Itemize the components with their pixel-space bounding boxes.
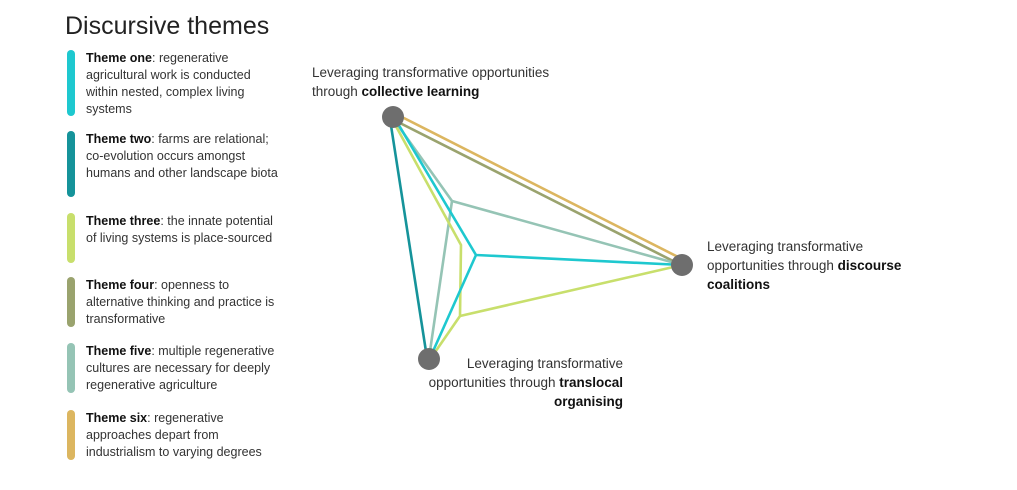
- color-swatch: [67, 410, 75, 460]
- legend-item-theme-three: Theme three: the innate potential of liv…: [67, 213, 286, 263]
- theme-three-link-branch: [459, 263, 683, 318]
- theme-five-link-branch: [427, 200, 454, 359]
- color-swatch: [67, 131, 75, 197]
- theme-two-link: [388, 118, 429, 359]
- theme-desc: : regenerative agricultural work is cond…: [86, 51, 251, 116]
- label-text: Leveraging transformative opportunities …: [707, 239, 864, 273]
- theme-name: Theme five: [86, 344, 152, 358]
- node-discourse-coalitions: [671, 254, 693, 276]
- theme-name: Theme six: [86, 411, 148, 425]
- theme-one-link-branch: [428, 254, 478, 359]
- label-discourse-coalitions: Leveraging transformative opportunities …: [707, 237, 922, 294]
- legend-item-theme-four: Theme four: openness to alternative thin…: [67, 277, 286, 328]
- theme-name: Theme three: [86, 214, 161, 228]
- label-bold: translocal organising: [553, 375, 623, 409]
- legend-item-theme-two: Theme two: farms are relational; co-evol…: [67, 131, 286, 197]
- label-collective-learning: Leveraging transformative opportunities …: [312, 63, 572, 101]
- label-bold: collective learning: [361, 84, 480, 99]
- theme-six-link: [393, 111, 685, 262]
- theme-four-link: [391, 117, 682, 267]
- theme-desc: : regenerative approaches depart from in…: [86, 411, 262, 459]
- color-swatch: [67, 343, 75, 393]
- node-collective-learning: [382, 106, 404, 128]
- theme-desc: : farms are relational; co-evolution occ…: [86, 132, 278, 180]
- color-swatch: [67, 50, 75, 116]
- label-text: Leveraging transformative opportunities …: [428, 356, 623, 390]
- legend-item-theme-five: Theme five: multiple regenerative cultur…: [67, 343, 286, 394]
- legend-item-theme-one: Theme one: regenerative agricultural wor…: [67, 50, 286, 118]
- color-swatch: [67, 213, 75, 263]
- color-swatch: [67, 277, 75, 327]
- node-translocal-organising: [418, 348, 440, 370]
- theme-desc: : openness to alternative thinking and p…: [86, 278, 275, 326]
- legend-item-theme-six: Theme six: regenerative approaches depar…: [67, 410, 286, 461]
- legend-title: Discursive themes: [65, 12, 270, 40]
- theme-name: Theme four: [86, 278, 155, 292]
- theme-name: Theme two: [86, 132, 152, 146]
- theme-desc: : multiple regenerative cultures are nec…: [86, 344, 275, 392]
- theme-name: Theme one: [86, 51, 152, 65]
- theme-three-link: [390, 118, 463, 359]
- label-text: Leveraging transformative opportunities …: [312, 65, 550, 99]
- theme-desc: : the innate potential of living systems…: [86, 214, 273, 245]
- label-translocal-organising: Leveraging transformative opportunities …: [408, 354, 623, 411]
- label-bold: discourse coalitions: [707, 258, 902, 292]
